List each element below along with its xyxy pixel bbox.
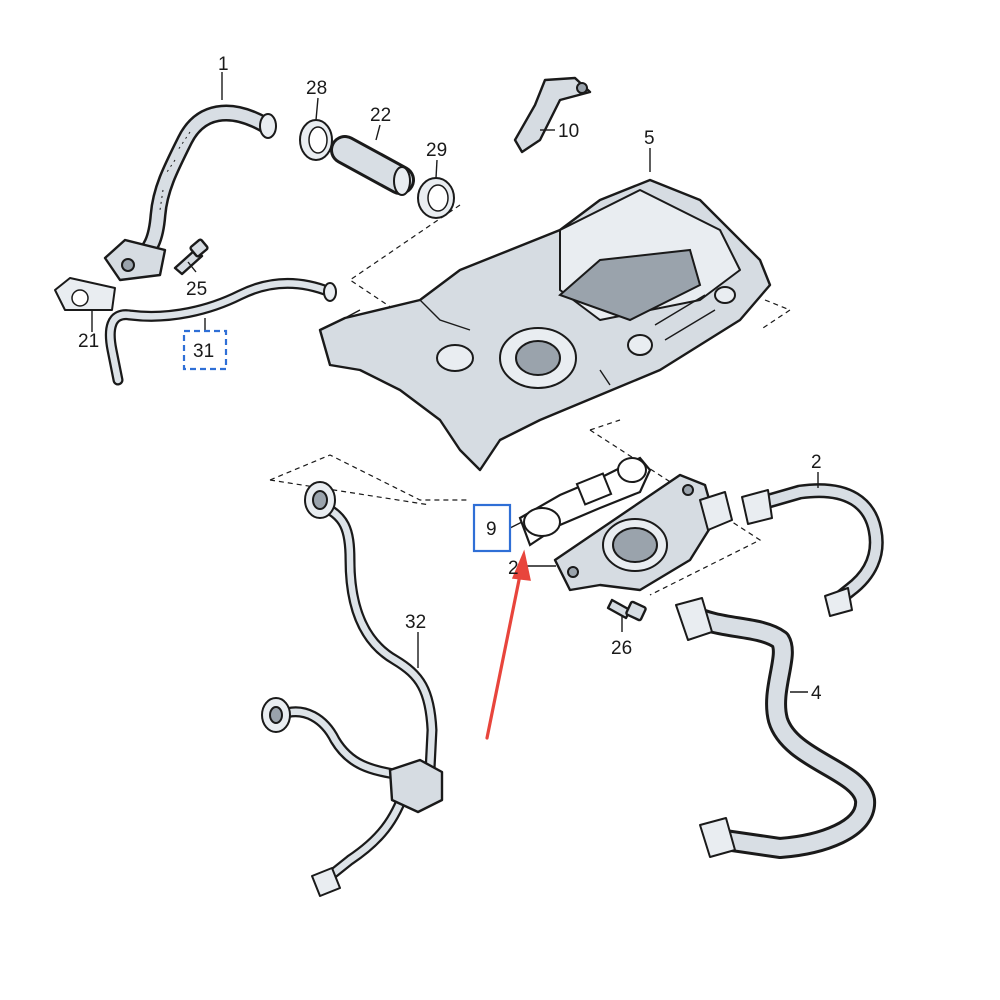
part-31-highlight-box <box>182 329 228 371</box>
callout-5: 5 <box>644 128 655 149</box>
vent-hose-31 <box>104 277 337 386</box>
callout-9: 9 <box>486 519 497 540</box>
red-pointer-arrow <box>485 549 531 740</box>
callout-26: 26 <box>611 638 632 659</box>
callout-29: 29 <box>426 140 447 161</box>
oil-separator-housing <box>553 473 733 592</box>
callout-31: 31 <box>193 341 214 362</box>
valve-cover-5 <box>318 178 772 472</box>
breather-hose-2 <box>741 483 884 617</box>
bolt-25 <box>173 238 209 276</box>
callout-labels: 1 28 22 29 10 5 25 21 31 9 2 26 2 4 32 <box>78 54 822 704</box>
callout-1: 1 <box>218 54 229 75</box>
callout-22: 22 <box>370 105 391 126</box>
bolt-26 <box>606 598 647 622</box>
breather-hose-4 <box>675 597 876 859</box>
callout-2-hose: 2 <box>811 452 822 473</box>
hose-22 <box>330 135 415 196</box>
callout-28: 28 <box>306 78 327 99</box>
gasket-9 <box>518 456 652 547</box>
upper-breather-hose <box>103 104 277 282</box>
callout-21: 21 <box>78 331 99 352</box>
clamp-29 <box>417 177 455 219</box>
callout-32: 32 <box>405 612 426 633</box>
callout-2-housing: 2 <box>508 558 519 579</box>
breather-pipe-32 <box>261 481 444 897</box>
part-9-highlight-box <box>472 503 512 553</box>
leader-lines <box>91 72 819 693</box>
bracket-10 <box>513 76 592 154</box>
callout-25: 25 <box>186 279 207 300</box>
callout-10: 10 <box>558 121 579 142</box>
gasket-21 <box>54 277 116 311</box>
clamp-28 <box>299 119 333 161</box>
callout-4: 4 <box>811 683 822 704</box>
